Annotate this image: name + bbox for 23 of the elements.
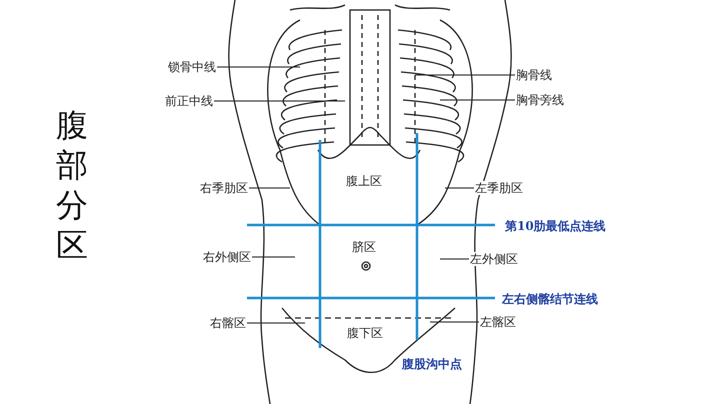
line-label: 左右侧髂结节连线 xyxy=(502,292,598,306)
leader-line xyxy=(216,66,300,68)
leader-line xyxy=(246,322,306,324)
region-label: 左季肋区 xyxy=(475,181,523,195)
leader-line xyxy=(414,74,516,76)
leader-line xyxy=(214,100,346,102)
region-label: 腹上区 xyxy=(346,174,382,188)
region-label: 右季肋区 xyxy=(200,181,248,195)
region-label: 右髂区 xyxy=(210,316,246,330)
point-label: 腹股沟中点 xyxy=(402,357,462,371)
region-label: 胸骨线 xyxy=(516,68,552,82)
region-label: 左外侧区 xyxy=(470,252,518,266)
title: 腹部分区 xyxy=(55,105,89,265)
leader-line xyxy=(440,258,470,260)
region-label: 胸骨旁线 xyxy=(516,93,564,107)
region-label: 腹下区 xyxy=(347,326,383,340)
region-label: 左髂区 xyxy=(480,315,516,329)
region-label: 锁骨中线 xyxy=(168,60,216,74)
leader-line xyxy=(252,256,296,258)
line-label: 第10肋最低点连线 xyxy=(505,219,606,233)
region-label: 前正中线 xyxy=(165,94,213,108)
region-label: 脐区 xyxy=(352,240,376,254)
region-label: 右外侧区 xyxy=(203,250,251,264)
